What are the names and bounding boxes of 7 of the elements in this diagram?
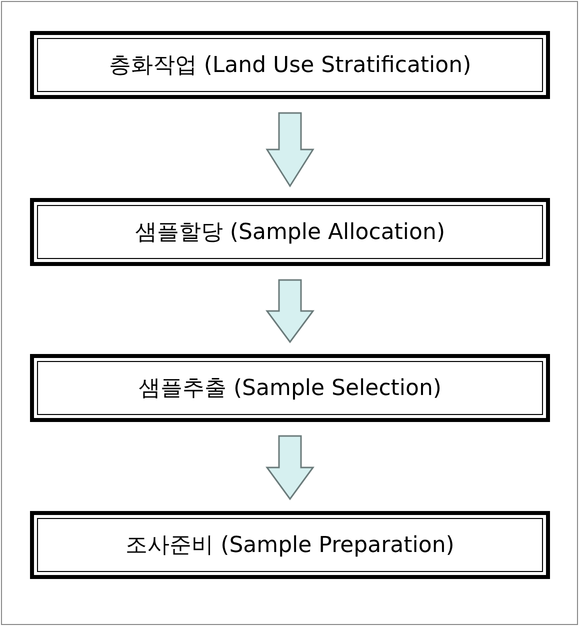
- process-box: 층화작업 (Land Use Stratification): [30, 31, 550, 99]
- block-arrow: [266, 279, 314, 344]
- process-box: 조사준비 (Sample Preparation): [30, 511, 550, 579]
- process-box: 샘플추출 (Sample Selection): [30, 354, 550, 422]
- process-box: 샘플할당 (Sample Allocation): [30, 198, 550, 266]
- block-arrow: [266, 112, 314, 188]
- block-arrow: [266, 435, 314, 500]
